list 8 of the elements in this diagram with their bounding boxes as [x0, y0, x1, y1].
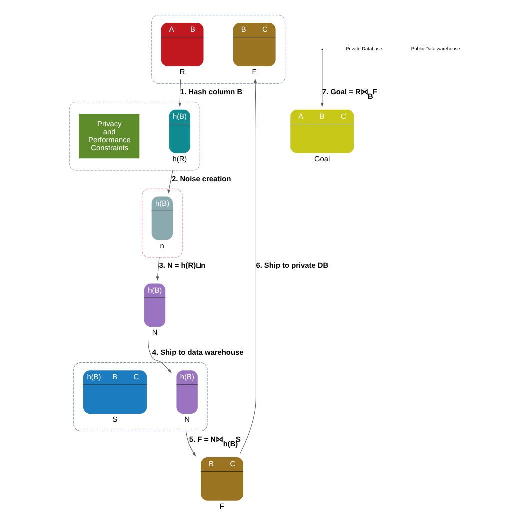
cluster	[74, 362, 208, 431]
arrow	[178, 78, 182, 107]
arrow	[168, 170, 174, 194]
arrow	[320, 49, 324, 107]
arrow	[156, 256, 160, 280]
arrow	[186, 430, 196, 456]
arrow	[240, 78, 257, 454]
arrow	[148, 339, 172, 373]
